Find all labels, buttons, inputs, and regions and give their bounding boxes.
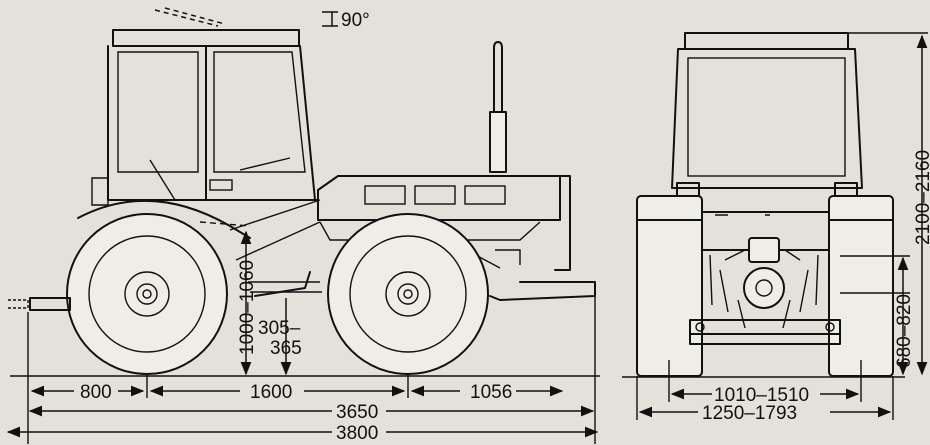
- rear-tyres: [636, 195, 894, 377]
- cab-rear-window: [117, 51, 199, 173]
- ground-clearance-label-2: 365: [270, 338, 302, 359]
- track-width-label: 1010–1510: [714, 385, 809, 406]
- length-dimensions-row: 800 1600 1056: [30, 382, 564, 403]
- ground-clearance-label-1: 305–: [258, 318, 301, 339]
- overall-length-2-dimension: 3800: [6, 423, 599, 444]
- hitch-height-label: 680–820: [894, 294, 915, 368]
- rear-wheel: [66, 213, 228, 375]
- overall-height-label: 2100–2160: [913, 150, 930, 245]
- step-height-dimension: 1000–1060: [237, 230, 258, 376]
- overall-width-dimension: 1250–1793: [636, 376, 894, 424]
- step-height-label: 1000–1060: [237, 260, 258, 355]
- rear-hitch: [8, 297, 71, 311]
- side-view: 90° 1000–1060 305– 365 800 1600 1056: [6, 7, 600, 444]
- rear-hitch-assembly: [689, 211, 841, 345]
- overall-length-1-dimension: 3650: [28, 402, 595, 423]
- engine-hood: [317, 175, 571, 271]
- cab-door-window: [213, 51, 306, 173]
- front-overhang-label: 800: [80, 382, 112, 403]
- rear-cab: [671, 32, 863, 214]
- overall-height-dimension: 2100–2160: [848, 32, 930, 376]
- cab-roof: [112, 29, 300, 47]
- rear-fender: [77, 199, 251, 239]
- overall-length-2-label: 3800: [336, 423, 378, 444]
- exhaust-pipe: [489, 41, 507, 173]
- overall-length-1-label: 3650: [336, 402, 378, 423]
- track-width-dimension: 1010–1510: [668, 360, 862, 406]
- cab: [91, 7, 319, 206]
- ground-clearance-dimension: 305– 365: [258, 298, 302, 376]
- front-wheel: [327, 213, 489, 375]
- hitch-height-dimension: 680–820: [840, 255, 915, 376]
- angle-dimension: 90°: [322, 10, 370, 31]
- overall-width-label: 1250–1793: [702, 403, 797, 424]
- rear-view: 2100–2160 680–820 1010–1510 1250–1793: [622, 32, 930, 424]
- angle-label: 90°: [341, 10, 370, 31]
- rear-overhang-label: 1056: [470, 382, 512, 403]
- wheelbase-label: 1600: [250, 382, 292, 403]
